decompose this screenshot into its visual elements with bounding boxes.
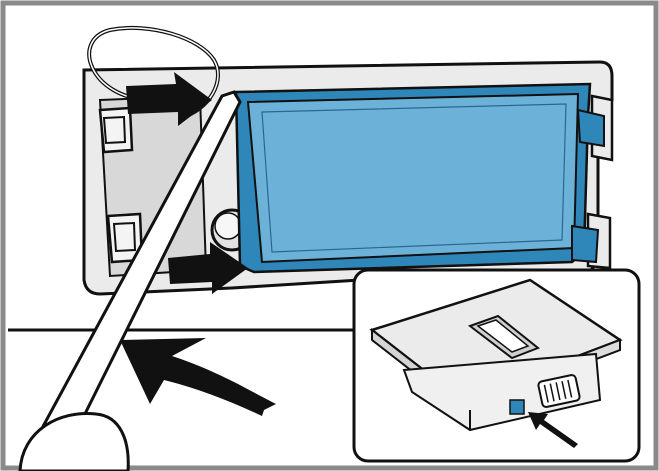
grease-filter — [234, 82, 605, 274]
screwdriver-icon — [18, 90, 242, 471]
rotate-arrow-icon — [120, 338, 276, 416]
pointer-arrow-icon — [528, 412, 578, 448]
inset-detail — [352, 268, 641, 463]
push-arrow-icon — [168, 242, 248, 294]
push-arrow-icon — [126, 72, 212, 126]
